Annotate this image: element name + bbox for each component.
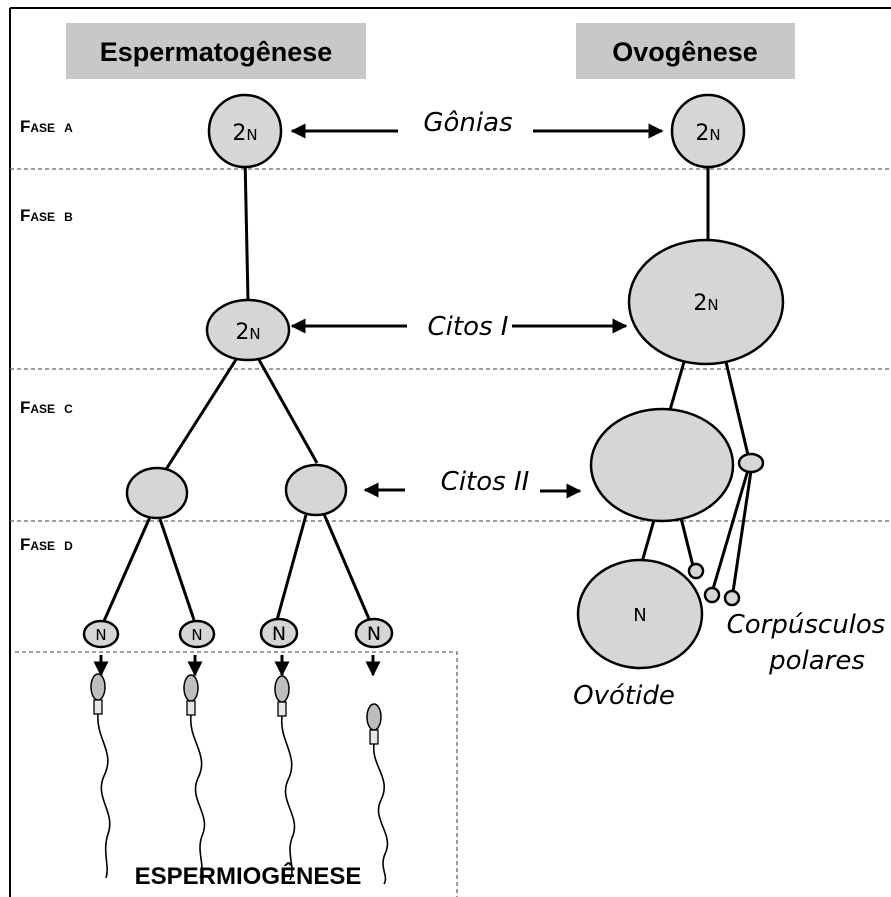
ovotide-label: Ovótide	[573, 681, 675, 711]
primary-oocyte-ploidy: 2N	[693, 291, 718, 316]
sperm-line-c2l-2	[158, 518, 196, 621]
secondary-spermatocyte-right	[284, 463, 348, 517]
secondary-spermatocyte-left	[125, 466, 189, 520]
citos-1-label: Citos I	[428, 312, 509, 342]
oo-line-polar1-b	[731, 470, 753, 593]
spermatogonia-ploidy: 2N	[232, 121, 257, 146]
oo-line-cito2-polar	[679, 517, 695, 567]
oogonia-ploidy: 2N	[695, 121, 720, 146]
sperm-line-c2l-1	[102, 516, 152, 622]
sperm-line-cito1-left	[163, 357, 239, 472]
header-espermatogenese: Espermatogênese	[100, 37, 333, 67]
espermiogenese-box	[15, 651, 458, 897]
primary-oocyte-cell	[627, 238, 785, 366]
spermatid-2	[178, 619, 216, 649]
polar-body-division-b	[723, 589, 741, 607]
spermatid-4	[354, 617, 394, 649]
spermatozoon-2	[183, 674, 206, 879]
secondary-oocyte-cell	[589, 407, 735, 523]
sperm-line-c2r-1	[275, 514, 308, 621]
sperm-line-c2r-2	[322, 513, 371, 620]
polar-body-division-a	[703, 586, 721, 604]
spermatid-4-ploidy: N	[367, 623, 381, 645]
header-box-right	[576, 23, 795, 79]
primary-spermatocyte-ploidy: 2N	[235, 320, 260, 345]
spermatogonia-cell	[207, 93, 283, 169]
spermatozoon-4	[366, 703, 389, 885]
header-ovogenese: Ovogênese	[612, 37, 758, 67]
spermatozoon-3	[274, 675, 296, 881]
spermatid-1-ploidy: N	[95, 626, 106, 644]
oo-line-cito1-cito2	[668, 361, 686, 411]
second-polar-body	[687, 562, 705, 580]
oo-line-polar1-a	[711, 469, 750, 590]
espermiogenese-label: ESPERMIOGÊNESE	[135, 862, 362, 890]
corpusculos-label-line2: polares	[768, 646, 865, 676]
ovotide-ploidy: N	[633, 605, 646, 626]
header-box-left	[66, 23, 366, 79]
citos-2-label: Citos II	[441, 467, 530, 497]
spermatid-3	[259, 617, 299, 649]
corpusculos-label-line1: Corpúsculos	[727, 610, 886, 640]
oo-line-cito2-ovotide	[640, 519, 656, 563]
spermatid-3-ploidy: N	[272, 623, 286, 645]
spermatid-1	[82, 619, 120, 649]
sperm-line-gonia-cito1	[243, 156, 250, 302]
sperm-line-cito1-right	[256, 357, 319, 464]
ovotide-cell	[576, 558, 704, 670]
gonias-label: Gônias	[423, 108, 512, 138]
first-polar-body	[737, 452, 765, 474]
spermatozoon-1	[90, 673, 111, 879]
spermatid-2-ploidy: N	[191, 626, 202, 644]
oogonia-cell	[670, 93, 746, 169]
primary-spermatocyte-cell	[205, 298, 291, 362]
oo-line-cito1-polar1	[724, 361, 750, 456]
